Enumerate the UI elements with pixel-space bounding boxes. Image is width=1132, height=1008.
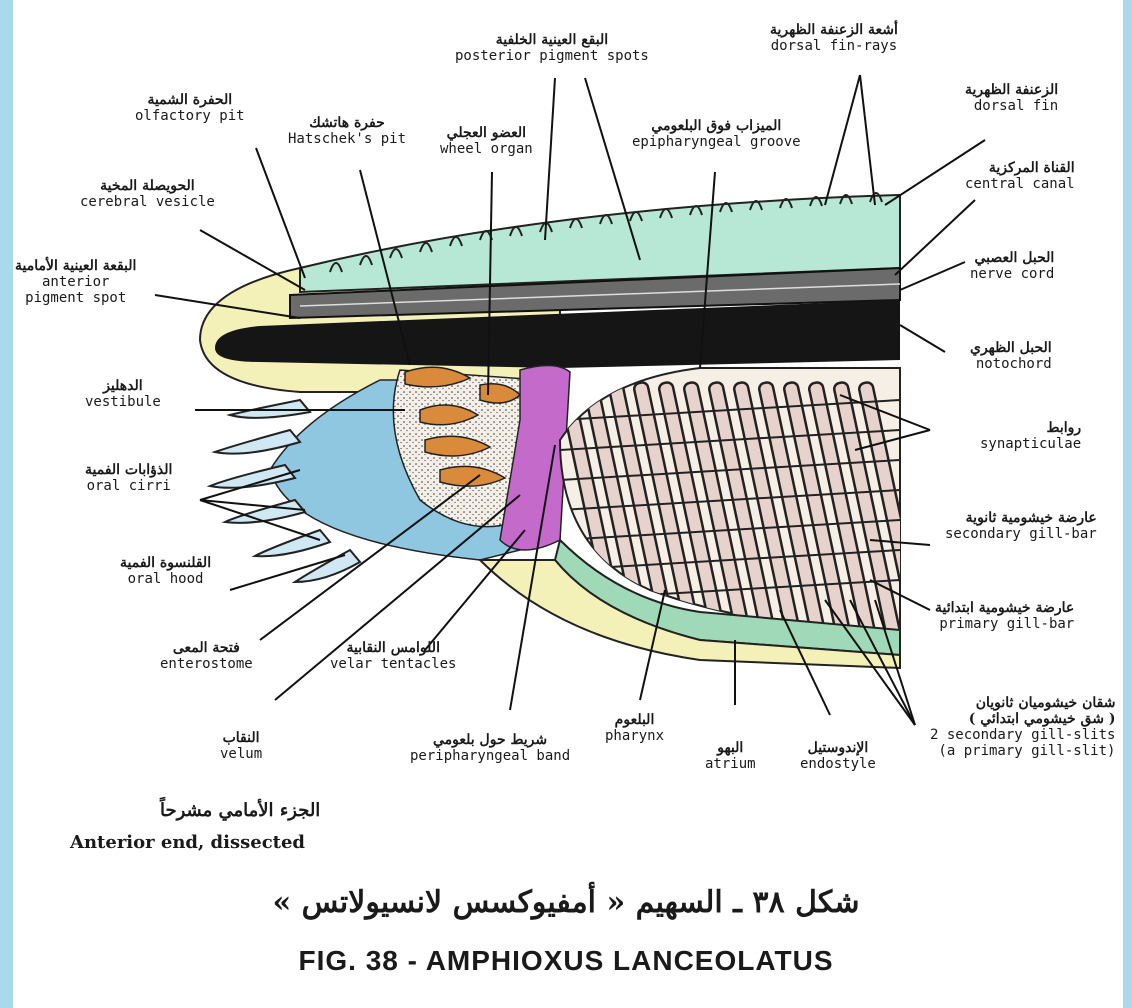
label-atrium: البهو atrium bbox=[705, 740, 756, 772]
label-peripharyngeal-band: شريط حول بلعومي peripharyngeal band bbox=[410, 732, 570, 764]
label-gill-slits: شقان خيشوميان ثانويان ( شق خيشومي ابتدائ… bbox=[930, 695, 1115, 759]
label-anterior-pigment-spot: البقعة العينية الأمامية anterior pigment… bbox=[15, 258, 136, 306]
label-secondary-gill-bar: عارضة خيشومية ثانوية secondary gill-bar bbox=[945, 510, 1097, 542]
label-wheel-organ: العضو العجلي wheel organ bbox=[440, 125, 533, 157]
caption-english: Anterior end, dissected bbox=[70, 832, 305, 853]
figure-title-arabic: شكل ٣٨ ـ السهيم « أمفيوكسس لانسيولاتس » bbox=[0, 885, 1132, 920]
label-epipharyngeal-groove: الميزاب فوق البلعومي epipharyngeal groov… bbox=[632, 118, 801, 150]
label-notochord: الحبل الظهري notochord bbox=[970, 340, 1052, 372]
label-pharynx: البلعوم pharynx bbox=[605, 712, 664, 744]
label-velum: النقاب velum bbox=[220, 730, 262, 762]
label-posterior-pigment-spots: البقع العينية الخلفية posterior pigment … bbox=[455, 32, 649, 64]
label-synapticulae: روابط synapticulae bbox=[980, 420, 1081, 452]
caption-arabic: الجزء الأمامي مشرحاً bbox=[160, 800, 320, 821]
label-hatscheks-pit: حفرة هاتشك Hatschek's pit bbox=[288, 115, 406, 147]
figure-title-english: FIG. 38 - AMPHIOXUS LANCEOLATUS bbox=[0, 945, 1132, 977]
label-velar-tentacles: اللوامس النقابية velar tentacles bbox=[330, 640, 456, 672]
label-cerebral-vesicle: الحويصلة المخية cerebral vesicle bbox=[80, 178, 215, 210]
label-dorsal-fin: الزعنفة الظهرية dorsal fin bbox=[965, 82, 1058, 114]
label-oral-hood: القلنسوة الفمية oral hood bbox=[120, 555, 211, 587]
label-vestibule: الدهليز vestibule bbox=[85, 378, 161, 410]
label-primary-gill-bar: عارضة خيشومية ابتدائية primary gill-bar bbox=[935, 600, 1074, 632]
label-central-canal: القناة المركزية central canal bbox=[965, 160, 1075, 192]
label-olfactory-pit: الحفرة الشمية olfactory pit bbox=[135, 92, 245, 124]
label-endostyle: الإندوستيل endostyle bbox=[800, 740, 876, 772]
label-oral-cirri: الذؤابات الفمية oral cirri bbox=[85, 462, 172, 494]
label-dorsal-fin-rays: أشعة الزعنفة الظهرية dorsal fin-rays bbox=[770, 22, 898, 54]
label-enterostome: فتحة المعى enterostome bbox=[160, 640, 253, 672]
label-nerve-cord: الحبل العصبي nerve cord bbox=[970, 250, 1054, 282]
